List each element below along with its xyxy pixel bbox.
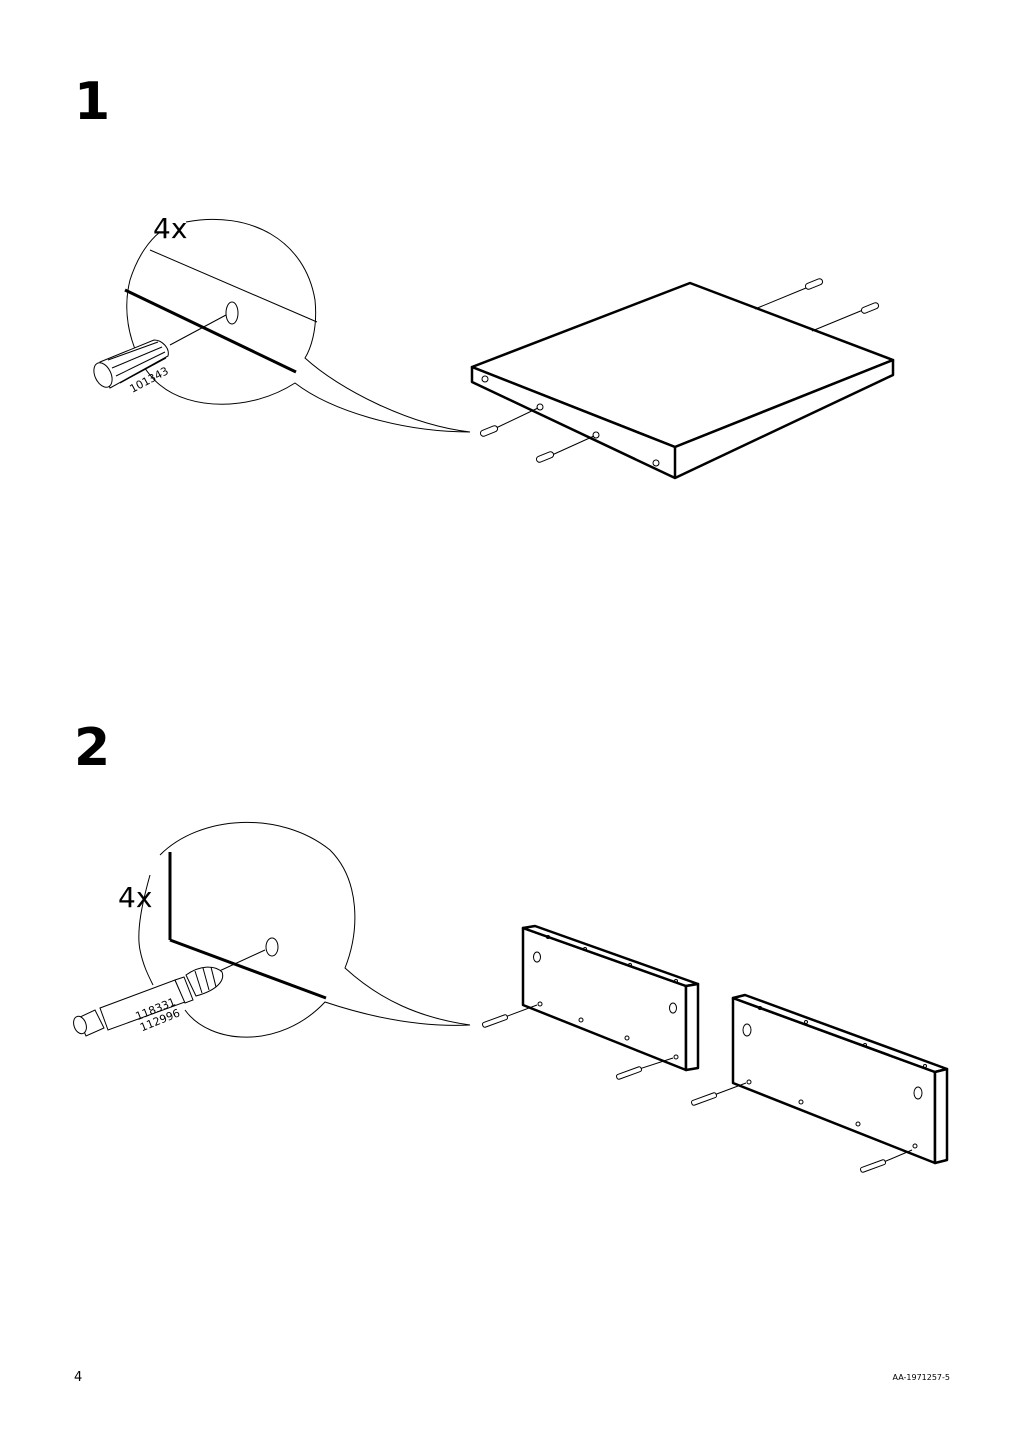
step-2-quantity: 4x [118, 881, 153, 914]
dowel-icon [93, 339, 169, 389]
step-2-detail-callout [138, 821, 471, 1038]
page-number: 4 [74, 1370, 83, 1385]
step-1-quantity: 4x [153, 212, 188, 245]
side-panel-right [731, 993, 949, 1165]
cam-bolt-icon [481, 1014, 887, 1173]
step-2-illustration [73, 821, 949, 1173]
document-code: AA-1971257-5 [892, 1373, 950, 1382]
shelf-panel [470, 281, 895, 480]
step-1-number: 1 [74, 72, 111, 132]
cam-bolt-icon [73, 966, 224, 1037]
side-panel-left [521, 924, 700, 1072]
step-1-detail-callout [124, 218, 471, 433]
step-1-illustration [93, 218, 895, 480]
step-2-number: 2 [74, 718, 111, 778]
dowel-icon [479, 278, 880, 463]
